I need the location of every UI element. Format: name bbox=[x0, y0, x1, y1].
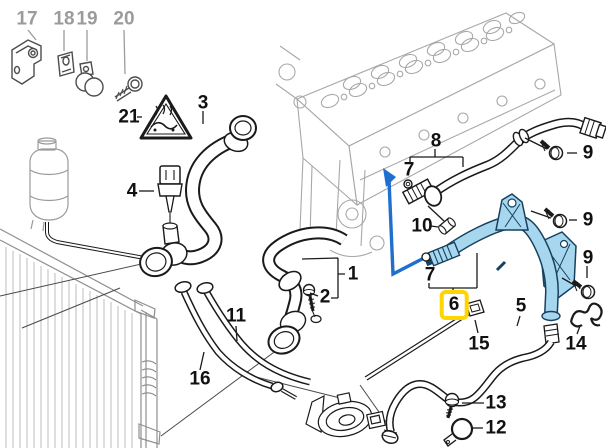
callout-14-21[interactable]: 14 bbox=[565, 333, 587, 355]
callout-8-7[interactable]: 8 bbox=[430, 130, 442, 152]
screw-2[interactable] bbox=[302, 283, 322, 324]
t-fitting[interactable] bbox=[137, 222, 189, 280]
valve-unit bbox=[305, 392, 386, 438]
vent-flow-arrow-icon bbox=[383, 168, 396, 187]
tank-outlet-pipe bbox=[45, 222, 151, 261]
part-19-clamp[interactable] bbox=[75, 61, 104, 97]
callout-19-2[interactable]: 19 bbox=[76, 8, 98, 30]
callout-7-8[interactable]: 7 bbox=[403, 159, 415, 181]
radiator bbox=[0, 228, 161, 448]
clip-14[interactable] bbox=[569, 302, 603, 328]
callout-18-1[interactable]: 18 bbox=[53, 8, 75, 30]
callout-21-4[interactable]: 21 bbox=[118, 106, 140, 128]
part-18-clip[interactable] bbox=[57, 51, 75, 77]
callout-10-12[interactable]: 10 bbox=[411, 215, 433, 237]
callout-6-14[interactable]: 6 bbox=[439, 290, 469, 320]
engine-cylinder-head bbox=[275, 11, 562, 258]
cap-10[interactable] bbox=[437, 217, 456, 236]
vent-line[interactable] bbox=[383, 168, 425, 277]
callout-5-19[interactable]: 5 bbox=[515, 295, 527, 317]
callout-9-11[interactable]: 9 bbox=[582, 247, 594, 269]
leader-lines bbox=[27, 29, 588, 429]
expansion-tank bbox=[29, 137, 69, 232]
screw-13[interactable] bbox=[444, 392, 460, 419]
callout-17-0[interactable]: 17 bbox=[16, 8, 38, 30]
hose-8[interactable] bbox=[422, 116, 606, 209]
fitting-7-upper[interactable] bbox=[401, 178, 435, 205]
hose-assembly-1[interactable] bbox=[262, 226, 348, 359]
strap-15[interactable] bbox=[364, 299, 485, 381]
callout-9-10[interactable]: 9 bbox=[582, 209, 594, 231]
callout-13-22[interactable]: 13 bbox=[485, 392, 507, 414]
callout-15-20[interactable]: 15 bbox=[468, 333, 490, 355]
part-20-screw[interactable] bbox=[114, 76, 143, 102]
callout-20-3[interactable]: 20 bbox=[113, 8, 135, 30]
callout-3-5[interactable]: 3 bbox=[197, 92, 209, 114]
callout-11-17[interactable]: 11 bbox=[225, 305, 247, 327]
bolt-9b[interactable] bbox=[543, 207, 568, 229]
clamp-12[interactable] bbox=[443, 417, 474, 448]
callout-16-18[interactable]: 16 bbox=[189, 368, 211, 390]
temp-sensor-4[interactable] bbox=[157, 165, 183, 223]
hose-5[interactable] bbox=[380, 323, 560, 445]
callout-7-13[interactable]: 7 bbox=[424, 264, 436, 286]
bolt-9c[interactable] bbox=[571, 279, 596, 300]
o-ring-7 bbox=[421, 252, 431, 262]
pipes-11-16[interactable] bbox=[174, 280, 311, 400]
hose-3[interactable] bbox=[173, 115, 257, 266]
callout-12-23[interactable]: 12 bbox=[485, 417, 507, 439]
callout-1-15[interactable]: 1 bbox=[347, 263, 359, 285]
callout-2-16[interactable]: 2 bbox=[319, 286, 331, 308]
warning-triangle-icon bbox=[139, 94, 193, 140]
bolt-9a[interactable] bbox=[539, 139, 564, 161]
callout-4-6[interactable]: 4 bbox=[126, 180, 138, 202]
part-17-bracket[interactable] bbox=[11, 39, 42, 85]
callout-9-9[interactable]: 9 bbox=[582, 142, 594, 164]
